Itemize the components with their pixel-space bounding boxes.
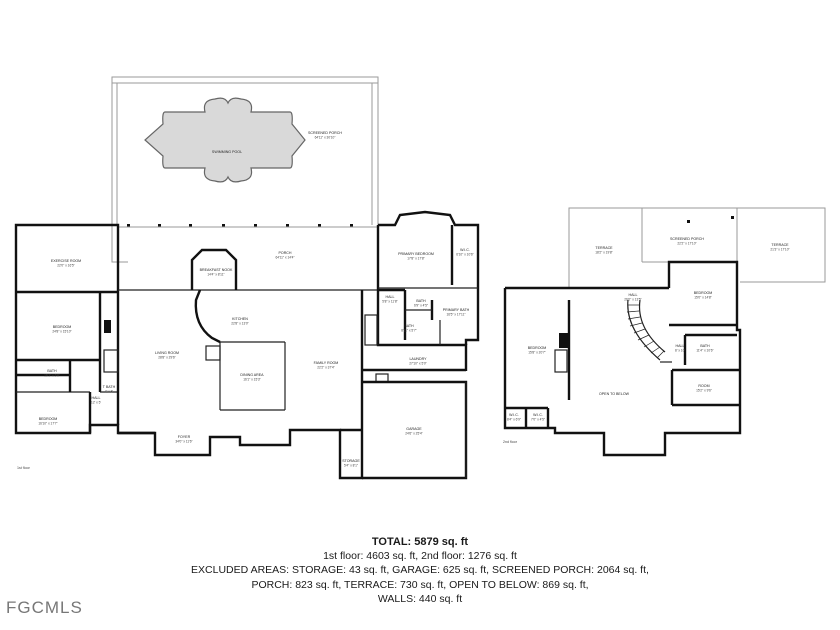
room-name-bedroom-2a: BEDROOM	[694, 291, 713, 295]
room-name-dining: DINING AREA	[240, 373, 264, 377]
area-summary: TOTAL: 5879 sq. ft 1st floor: 4603 sq. f…	[0, 535, 840, 606]
room-name-living: LIVING ROOM	[155, 351, 179, 355]
screened-porch-outline	[111, 76, 379, 263]
room-dims-bath-3: 11'4" x 10'6"	[696, 349, 713, 353]
room-name-hall-sw: HALL	[92, 396, 101, 400]
room-dims-exercise: 22'0" x 16'5"	[57, 264, 74, 268]
room-name-storage: STORAGE	[342, 459, 360, 463]
room-name-hall-1: HALL	[386, 295, 395, 299]
excluded-areas-line-1: EXCLUDED AREAS: STORAGE: 43 sq. ft, GARA…	[191, 564, 649, 577]
room-dims-wic-2: 8'4" x 6'9"	[507, 418, 521, 422]
room-dims-garage: 24'6" x 25'4"	[405, 432, 422, 436]
room-name-hall-2: HALL	[629, 293, 638, 297]
walls-area: WALLS: 440 sq. ft	[377, 592, 463, 605]
room-name-primary-bedroom: PRIMARY BEDROOM	[398, 252, 434, 256]
room-dims-hall-1: 5'8" x 11'8"	[382, 300, 397, 304]
room-name-terrace-2: TERRACE	[771, 243, 789, 247]
second-floor-label: 2nd floor	[503, 440, 518, 444]
excluded-areas-line-2: PORCH: 823 sq. ft, TERRACE: 730 sq. ft, …	[251, 578, 589, 591]
room-dims-wic-3: 7'0" x 4'5"	[531, 418, 545, 422]
room-name-bedroom-2b: BEDROOM	[528, 346, 547, 350]
room-dims-bedroom-2a: 15'0" x 14'8"	[694, 296, 711, 300]
room-dims-bath-west: 16'1" x 5'8"	[44, 374, 60, 378]
room-dims-hall-2b: 8' x 10'	[675, 349, 685, 353]
room-dims-t-bath: 7' x 8'	[105, 390, 114, 394]
room-name-wic-1: W.I.C.	[460, 248, 470, 252]
room-dims-screened-porch-1: 64'11" x 30'10"	[315, 136, 336, 140]
room-name-screened-porch-1: SCREENED PORCH	[308, 131, 342, 135]
room-name-bath-3: BATH	[700, 344, 710, 348]
mls-watermark: FGCMLS	[6, 598, 83, 617]
room-dims-bath-1: 6'9" x 4'5"	[414, 304, 428, 308]
room-dims-laundry: 27'10" x 5'0"	[409, 362, 426, 366]
room-dims-terrace-1: 18'2" x 19'8"	[595, 251, 612, 255]
floor-areas: 1st floor: 4603 sq. ft, 2nd floor: 1276 …	[323, 550, 517, 563]
porch-posts	[127, 224, 353, 227]
room-dims-primary-bedroom: 17'8" x 17'8"	[407, 257, 424, 261]
total-area: TOTAL: 5879 sq. ft	[371, 536, 469, 548]
room-name-bedroom-west: BEDROOM	[53, 325, 72, 329]
room-name-hall-2b: HALL	[676, 344, 685, 348]
room-name-bedroom-sw: BEDROOM	[39, 417, 58, 421]
room-dims-bath-2: 8'11" x 5'7"	[401, 329, 416, 333]
room-dims-primary-bath: 16'5" x 17'11"	[446, 313, 465, 317]
room-dims-porch: 64'11" x 14'4"	[275, 256, 294, 260]
room-name-breakfast: BREAKFAST NOOK	[200, 268, 233, 272]
room-name-kitchen: KITCHEN	[232, 317, 248, 321]
room-dims-bedroom-west: 24'8" x 15'10"	[52, 330, 71, 334]
room-name-garage: GARAGE	[406, 427, 422, 431]
room-dims-foyer: 34'0" x 11'6"	[175, 440, 192, 444]
room-name-bath-1: BATH	[416, 299, 426, 303]
room-name-primary-bath: PRIMARY BATH	[443, 308, 470, 312]
room-name-foyer: FOYER	[178, 435, 191, 439]
room-dims-hall-2: 26'0" x 13'5"	[624, 298, 641, 302]
room-dims-wic-1: 6'10" x 10'6"	[456, 253, 473, 257]
room-name-terrace-1: TERRACE	[595, 246, 613, 250]
room-name-family: FAMILY ROOM	[314, 361, 339, 365]
room-name-t-bath: T BATH	[103, 385, 116, 389]
room-dims-terrace-2: 21'3" x 17'10"	[770, 248, 789, 252]
room-dims-family: 22'2" x 37'4"	[317, 366, 334, 370]
room-name-bath-west: BATH	[47, 369, 57, 373]
room-name-bath-2: BATH	[404, 324, 414, 328]
room-dims-screened-porch-2: 22'2" x 17'10"	[677, 242, 696, 246]
room-dims-living: 28'8" x 29'6"	[158, 356, 175, 360]
room-dims-dining: 16'1" x 15'3"	[243, 378, 260, 382]
room-name-wic-2: W.I.C.	[509, 413, 519, 417]
room-dims-storage: 5'4" x 8'1"	[344, 464, 358, 468]
room-name-exercise: EXERCISE ROOM	[51, 259, 81, 263]
room-name-pool: SWIMMING POOL	[212, 150, 242, 154]
first-floor-label: 1st floor	[17, 466, 31, 470]
room-name-room-2: ROOM	[698, 384, 709, 388]
swimming-pool	[144, 97, 306, 183]
room-dims-bedroom-sw: 16'10" x 17'7"	[38, 422, 57, 426]
room-name-screened-porch-2: SCREENED PORCH	[670, 237, 704, 241]
second-floor-plan	[503, 207, 826, 457]
room-dims-room-2: 15'2" x 9'6"	[696, 389, 712, 393]
room-dims-kitchen: 22'8" x 13'0"	[231, 322, 248, 326]
room-name-wic-3: W.I.C.	[533, 413, 543, 417]
room-name-porch: PORCH	[279, 251, 292, 255]
room-name-laundry: LAUNDRY	[409, 357, 427, 361]
room-dims-hall-sw: 12' x 5'	[91, 401, 101, 405]
room-name-open-below: OPEN TO BELOW	[599, 392, 630, 396]
room-dims-breakfast: 14'4" x 8'11"	[207, 273, 224, 277]
first-floor-plan	[14, 76, 480, 480]
room-dims-bedroom-2b: 15'8" x 20'7"	[528, 351, 545, 355]
